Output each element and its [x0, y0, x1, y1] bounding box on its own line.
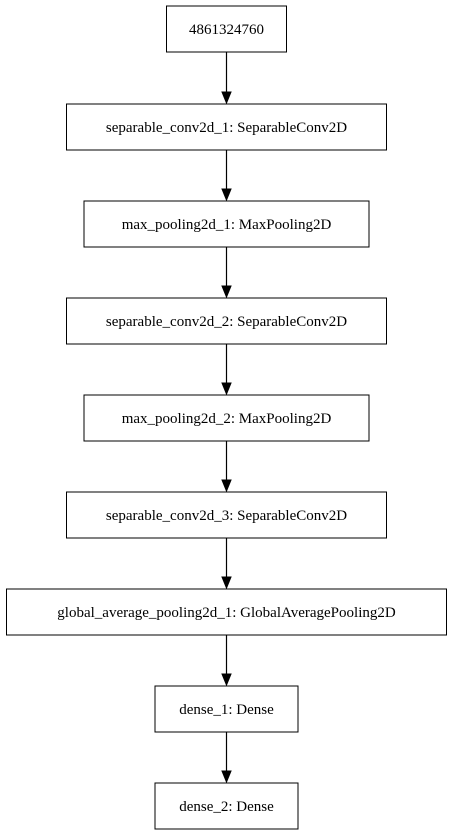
node-input: 4861324760 [166, 5, 287, 53]
arrowhead-icon [221, 770, 232, 784]
edge-arrow [221, 538, 232, 590]
node-label: 4861324760 [189, 22, 264, 38]
arrowhead-icon [221, 382, 232, 396]
edges-layer [221, 52, 232, 784]
node-box [66, 491, 387, 539]
node-label: separable_conv2d_3: SeparableConv2D [106, 508, 347, 524]
nodes-layer: 4861324760 separable_conv2d_1: SeparableC… [6, 5, 447, 830]
arrowhead-icon [221, 576, 232, 590]
arrowhead-icon [221, 285, 232, 299]
arrowhead-icon [221, 479, 232, 493]
node-box [66, 297, 387, 345]
node-separable-conv2d-2: separable_conv2d_2: SeparableConv2D [66, 297, 387, 345]
node-box [83, 394, 370, 442]
node-separable-conv2d-1: separable_conv2d_1: SeparableConv2D [66, 103, 387, 151]
node-label: separable_conv2d_1: SeparableConv2D [106, 120, 347, 136]
edge-arrow [221, 52, 232, 105]
node-box [166, 5, 287, 53]
arrowhead-icon [221, 188, 232, 202]
node-box [66, 103, 387, 151]
node-box [83, 200, 370, 248]
edge-arrow [221, 635, 232, 687]
node-global-average-pooling2d-1: global_average_pooling2d_1: GlobalAverag… [6, 588, 447, 636]
node-label: global_average_pooling2d_1: GlobalAverag… [57, 605, 396, 621]
node-box [6, 588, 447, 636]
node-label: separable_conv2d_2: SeparableConv2D [106, 314, 347, 330]
node-label: dense_1: Dense [179, 702, 274, 718]
edge-arrow [221, 344, 232, 396]
node-label: max_pooling2d_2: MaxPooling2D [122, 411, 332, 427]
edge-arrow [221, 732, 232, 784]
arrowhead-icon [221, 91, 232, 105]
edge-arrow [221, 441, 232, 493]
node-box [154, 782, 299, 830]
node-max-pooling2d-2: max_pooling2d_2: MaxPooling2D [83, 394, 370, 442]
node-separable-conv2d-3: separable_conv2d_3: SeparableConv2D [66, 491, 387, 539]
node-max-pooling2d-1: max_pooling2d_1: MaxPooling2D [83, 200, 370, 248]
arrowhead-icon [221, 673, 232, 687]
node-box [154, 685, 299, 733]
edge-arrow [221, 247, 232, 299]
edge-arrow [221, 150, 232, 202]
node-dense-1: dense_1: Dense [154, 685, 299, 733]
node-label: max_pooling2d_1: MaxPooling2D [122, 217, 332, 233]
node-dense-2: dense_2: Dense [154, 782, 299, 830]
node-label: dense_2: Dense [179, 799, 274, 815]
